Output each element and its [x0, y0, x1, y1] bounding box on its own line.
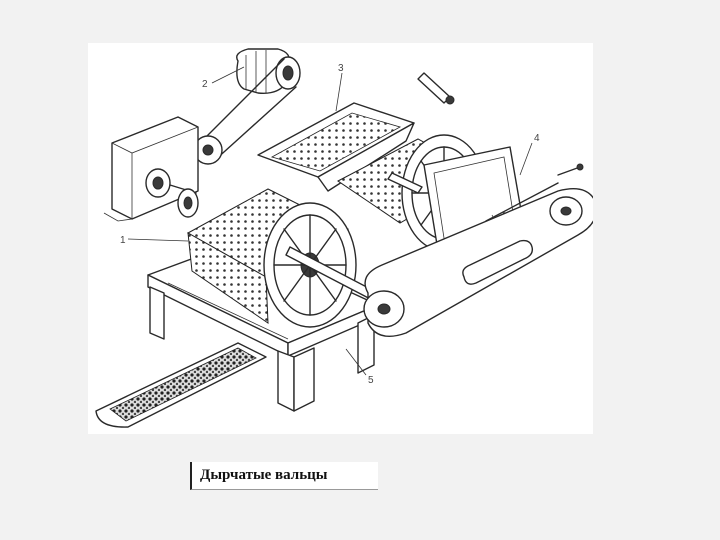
callout-leaders [127, 66, 533, 376]
callout-5: 5 [368, 375, 374, 386]
belt-drive [193, 58, 297, 165]
callout-1: 1 [120, 235, 126, 246]
machine-illustration: 1 2 3 4 5 [88, 43, 593, 434]
perforated-rollers-drawing: 1 2 3 4 5 [95, 48, 593, 428]
callout-3: 3 [338, 63, 344, 74]
callout-2: 2 [202, 79, 208, 90]
caption-box: Дырчатые вальцы [190, 462, 378, 490]
electric-motor [236, 48, 301, 94]
feed-hopper [257, 102, 415, 192]
roller-shafts [285, 72, 455, 304]
bearing-link-plate [363, 188, 593, 337]
figure-caption: Дырчатые вальцы [200, 467, 328, 483]
discharge-chute [95, 342, 267, 428]
gearbox [103, 116, 199, 222]
callout-4: 4 [534, 133, 540, 144]
callout-labels: 1 2 3 4 5 [120, 63, 540, 386]
